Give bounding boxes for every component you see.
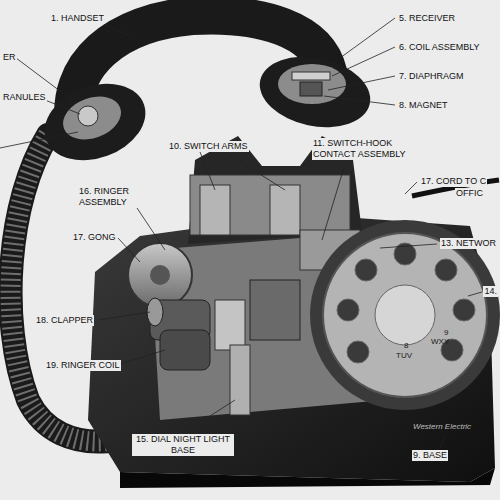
callout-label: 5. RECEIVER <box>398 13 456 24</box>
callout-label: 10. SWITCH ARMS <box>168 141 249 152</box>
callout-label: 19. RINGER COIL <box>45 360 121 371</box>
callout-label: 9 <box>443 327 449 338</box>
callout-label: 6. COIL ASSEMBLY <box>398 42 481 53</box>
callout-label: 7. DIAPHRAGM <box>398 71 465 82</box>
callout-label: WXY <box>430 336 450 347</box>
callout-label: ER <box>2 52 17 63</box>
callout-label: 17. GONG <box>72 232 117 243</box>
callout-label: 1. HANDSET <box>50 13 105 24</box>
callout-label: 15. DIAL NIGHT LIGHT BASE <box>132 434 234 456</box>
callout-label: RANULES <box>2 92 47 103</box>
callout-label: 9. BASE <box>412 450 448 461</box>
callout-label: TUV <box>395 350 413 361</box>
callout-label: 8. MAGNET <box>398 100 449 111</box>
callout-label: 8 <box>403 340 409 351</box>
callout-label: 18. CLAPPER <box>35 315 94 326</box>
callout-label: 11. SWITCH-HOOK CONTACT ASSEMBLY <box>312 138 412 160</box>
callout-label: 17. CORD TO C <box>420 176 487 187</box>
callout-label: OFFIC <box>455 188 484 199</box>
callout-label: Western Electric <box>412 421 472 432</box>
callout-label: 14. <box>483 286 498 297</box>
callout-label: 13. NETWOR <box>440 238 497 249</box>
callout-label: 16. RINGER ASSEMBLY <box>78 186 146 208</box>
